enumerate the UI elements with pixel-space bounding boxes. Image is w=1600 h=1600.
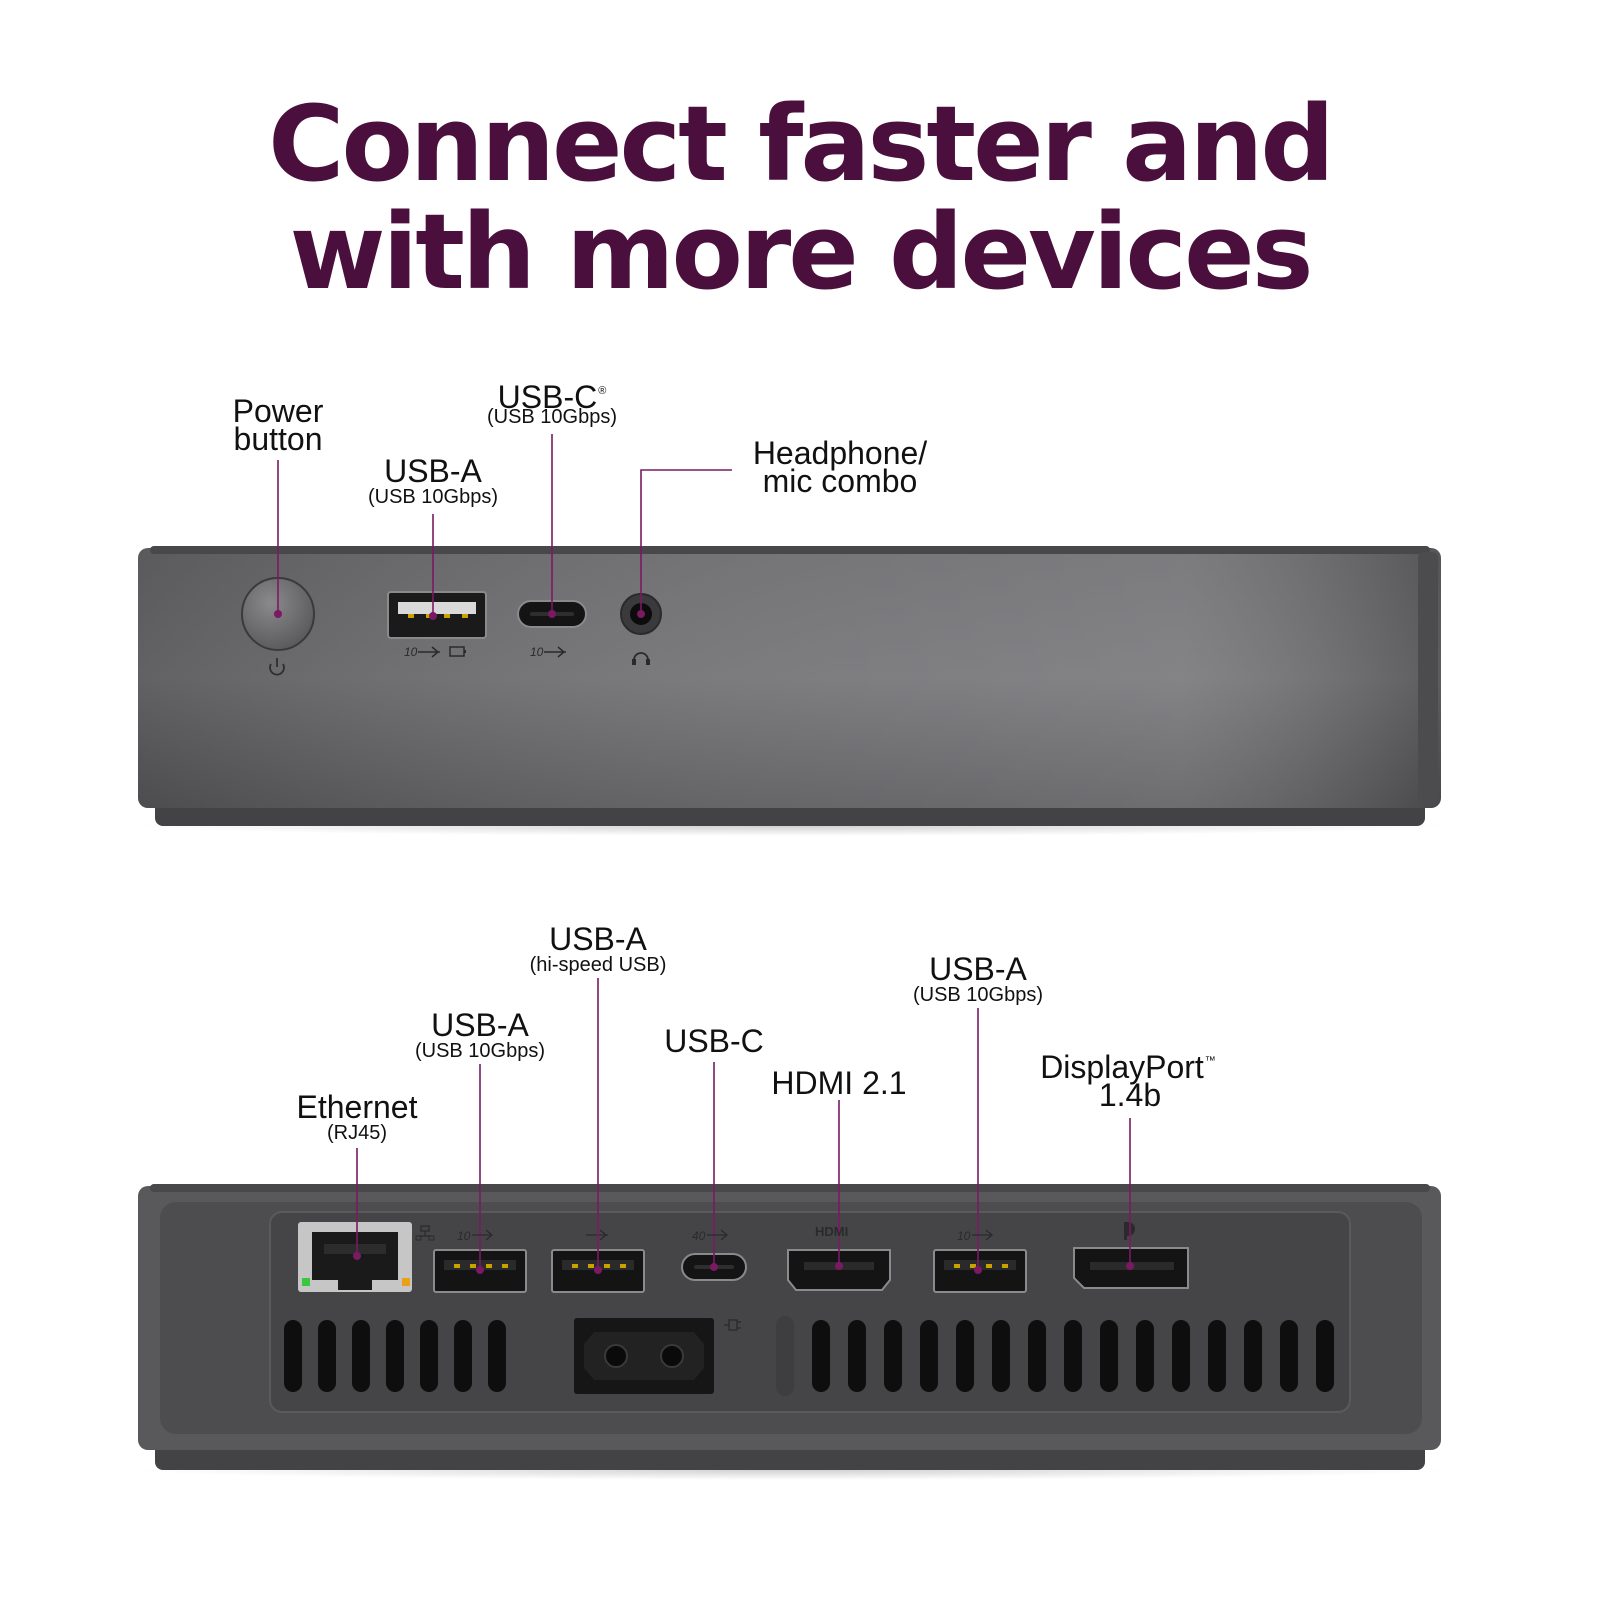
network-icon bbox=[415, 1225, 435, 1241]
leader-power-dot bbox=[274, 610, 282, 618]
registered-mark: ® bbox=[598, 385, 607, 397]
leader-audio bbox=[640, 469, 732, 614]
label-power-line2: button bbox=[233, 421, 323, 457]
label-front-usb-a-sub: (USB 10Gbps) bbox=[367, 486, 499, 508]
rear-power-inlet bbox=[574, 1318, 714, 1394]
leader-ethernet-dot bbox=[353, 1252, 361, 1260]
leader-front-usb-a-dot bbox=[429, 612, 437, 620]
label-usb-a-1-title: USB-A bbox=[431, 1007, 529, 1043]
label-usb-a-3-title: USB-A bbox=[929, 951, 1027, 987]
usb-icon bbox=[972, 1229, 994, 1241]
callout-lines bbox=[274, 434, 1134, 1274]
headline-line-2: with more devices bbox=[289, 191, 1313, 313]
power-icon bbox=[269, 658, 285, 676]
battery-icon bbox=[449, 646, 466, 657]
headset-icon bbox=[632, 652, 650, 665]
hdmi-logo: HDMI bbox=[815, 1224, 848, 1239]
rear-usb-a-3-mark: 10 bbox=[957, 1229, 971, 1243]
label-usb-a-3-sub: (USB 10Gbps) bbox=[912, 984, 1044, 1006]
trademark-mark: ™ bbox=[1204, 1055, 1216, 1067]
label-front-usb-a-title: USB-A bbox=[384, 453, 482, 489]
front-usb-a-port bbox=[387, 591, 487, 639]
leader-usb-a-2-dot bbox=[594, 1266, 602, 1274]
leader-audio-dot bbox=[637, 610, 645, 618]
headline-line-1: Connect faster and bbox=[268, 83, 1335, 205]
vent-slots-left bbox=[284, 1320, 506, 1392]
label-hdmi-title: HDMI 2.1 bbox=[771, 1065, 907, 1101]
vent-slots-right bbox=[812, 1320, 1334, 1392]
leader-usb-c-dot bbox=[710, 1263, 718, 1271]
label-front-usb-c-text: USB-C bbox=[497, 379, 598, 415]
usb-icon bbox=[586, 1229, 608, 1241]
label-displayport-line2: 1.4b bbox=[1098, 1077, 1162, 1113]
usb-icon bbox=[472, 1229, 494, 1241]
label-usb-c-title: USB-C bbox=[664, 1023, 764, 1059]
label-front-usb-c-title: USB-C® bbox=[497, 376, 607, 415]
label-usb-a-2-sub: (hi-speed USB) bbox=[529, 954, 667, 976]
power-plug-icon bbox=[724, 1319, 741, 1331]
label-power-line1: Power bbox=[232, 393, 324, 429]
label-audio-line1: Headphone/ bbox=[752, 435, 928, 471]
label-ethernet-sub: (RJ45) bbox=[326, 1122, 388, 1144]
label-audio-line2: mic combo bbox=[762, 463, 918, 499]
label-displayport-line1: DisplayPort™ bbox=[1040, 1046, 1216, 1085]
leader-displayport-dot bbox=[1126, 1262, 1134, 1270]
leader-hdmi-dot bbox=[835, 1262, 843, 1270]
svg-text:10: 10 bbox=[530, 645, 544, 659]
label-displayport-text: DisplayPort bbox=[1040, 1049, 1204, 1085]
usb-icon: 10 bbox=[404, 645, 440, 659]
front-unit bbox=[130, 546, 1450, 836]
rear-usb-a-1-mark: 10 bbox=[457, 1229, 471, 1243]
usb-icon: 10 bbox=[530, 645, 566, 659]
label-front-usb-c-sub: (USB 10Gbps) bbox=[486, 406, 618, 428]
leader-usb-a-3-dot bbox=[974, 1266, 982, 1274]
label-usb-a-2-title: USB-A bbox=[549, 921, 647, 957]
rear-usb-c-mark: 40 bbox=[692, 1229, 706, 1243]
leader-usb-a-1-dot bbox=[476, 1266, 484, 1274]
label-ethernet-title: Ethernet bbox=[296, 1089, 418, 1125]
usb-icon bbox=[707, 1229, 729, 1241]
label-usb-a-1-sub: (USB 10Gbps) bbox=[414, 1040, 546, 1062]
leader-front-usb-c-dot bbox=[548, 610, 556, 618]
svg-text:10: 10 bbox=[404, 645, 418, 659]
